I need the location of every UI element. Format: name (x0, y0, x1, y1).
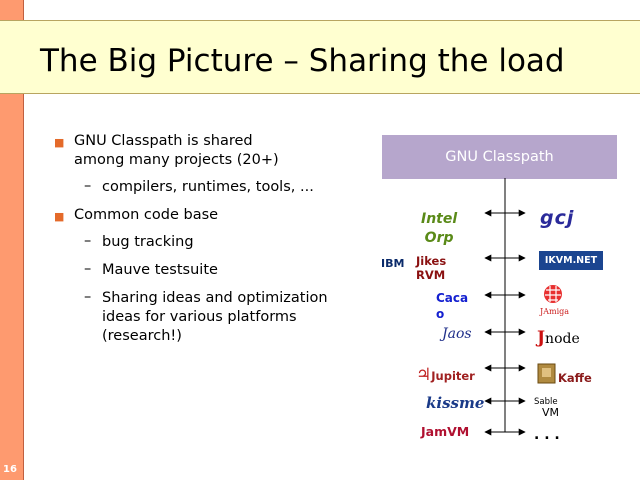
bullet-list: ■ GNU Classpath is shared among many pro… (52, 132, 372, 355)
jamvm-label: JamVM (421, 424, 470, 439)
sablevm-label-bottom: VM (542, 406, 560, 419)
title-band-corner (0, 21, 23, 93)
jnode-rest: node (545, 331, 580, 347)
rvm-text: RVM (416, 268, 446, 282)
dash-icon: – (84, 289, 92, 305)
cacao-text-1: Caca (436, 291, 469, 305)
sub-bullet-text: compilers, runtimes, tools, ... (102, 179, 314, 195)
intel-orp-label: Intel Orp (421, 210, 457, 248)
sub-bullet-item: – compilers, runtimes, tools, ... (52, 178, 372, 197)
jupiter-text: Jupiter (431, 369, 475, 383)
intel-text: Intel (421, 211, 458, 227)
jamiga-ball-icon (544, 285, 562, 303)
cacao-label: Caca o (436, 290, 468, 322)
bullet-item: ■ GNU Classpath is shared among many pro… (52, 132, 372, 170)
sablevm-label-top: Sable (534, 397, 558, 407)
sub-bullet-item: – Sharing ideas and optimization ideas f… (52, 289, 372, 346)
gcj-logo: gcj (540, 207, 575, 229)
more-projects-ellipsis: . . . (534, 427, 560, 443)
jikes-text: Jikes (416, 254, 447, 268)
bullet-square-icon: ■ (54, 210, 65, 223)
title-band: The Big Picture – Sharing the load (0, 20, 640, 94)
jaos-logo: Jaos (442, 326, 472, 342)
jnode-j: J (537, 328, 546, 348)
dash-icon: – (84, 233, 92, 249)
sub-bullet-item: – bug tracking (52, 233, 372, 252)
sub-bullet-text: ideas for various platforms (102, 309, 297, 325)
ikvm-logo: IKVM.NET (539, 251, 603, 270)
jamiga-label: JAmiga (540, 307, 570, 316)
jikes-rvm-label: Jikes RVM (416, 254, 446, 282)
sub-bullet-text: bug tracking (102, 234, 194, 250)
kissme-logo: kissme (426, 394, 485, 412)
bullet-text: GNU Classpath is shared (74, 133, 253, 149)
bullet-text: Common code base (74, 207, 219, 223)
jupiter-label: ♃Jupiter (416, 365, 475, 385)
orp-text: Orp (424, 230, 454, 246)
bullet-square-icon: ■ (54, 136, 65, 149)
sub-bullet-item: – Mauve testsuite (52, 261, 372, 280)
sub-bullet-text: (research!) (102, 328, 182, 344)
jupiter-symbol-icon: ♃ (416, 365, 432, 385)
slide-number: 16 (3, 464, 17, 475)
sub-bullet-text: Sharing ideas and optimization (102, 290, 328, 306)
cacao-text-2: o (436, 307, 445, 321)
kaffe-label: Kaffe (558, 371, 592, 385)
slide-title: The Big Picture – Sharing the load (40, 43, 565, 79)
ibm-logo: IBM (381, 257, 405, 270)
gnu-classpath-header-box: GNU Classpath (382, 135, 617, 179)
bullet-item: ■ Common code base (52, 206, 372, 225)
sub-bullet-text: Mauve testsuite (102, 262, 218, 278)
jnode-logo: Jnode (537, 328, 580, 348)
bullet-text: among many projects (20+) (74, 152, 279, 168)
dash-icon: – (84, 178, 92, 194)
kaffe-cup-icon (537, 363, 556, 384)
dash-icon: – (84, 261, 92, 277)
connector-arrows (484, 209, 526, 436)
